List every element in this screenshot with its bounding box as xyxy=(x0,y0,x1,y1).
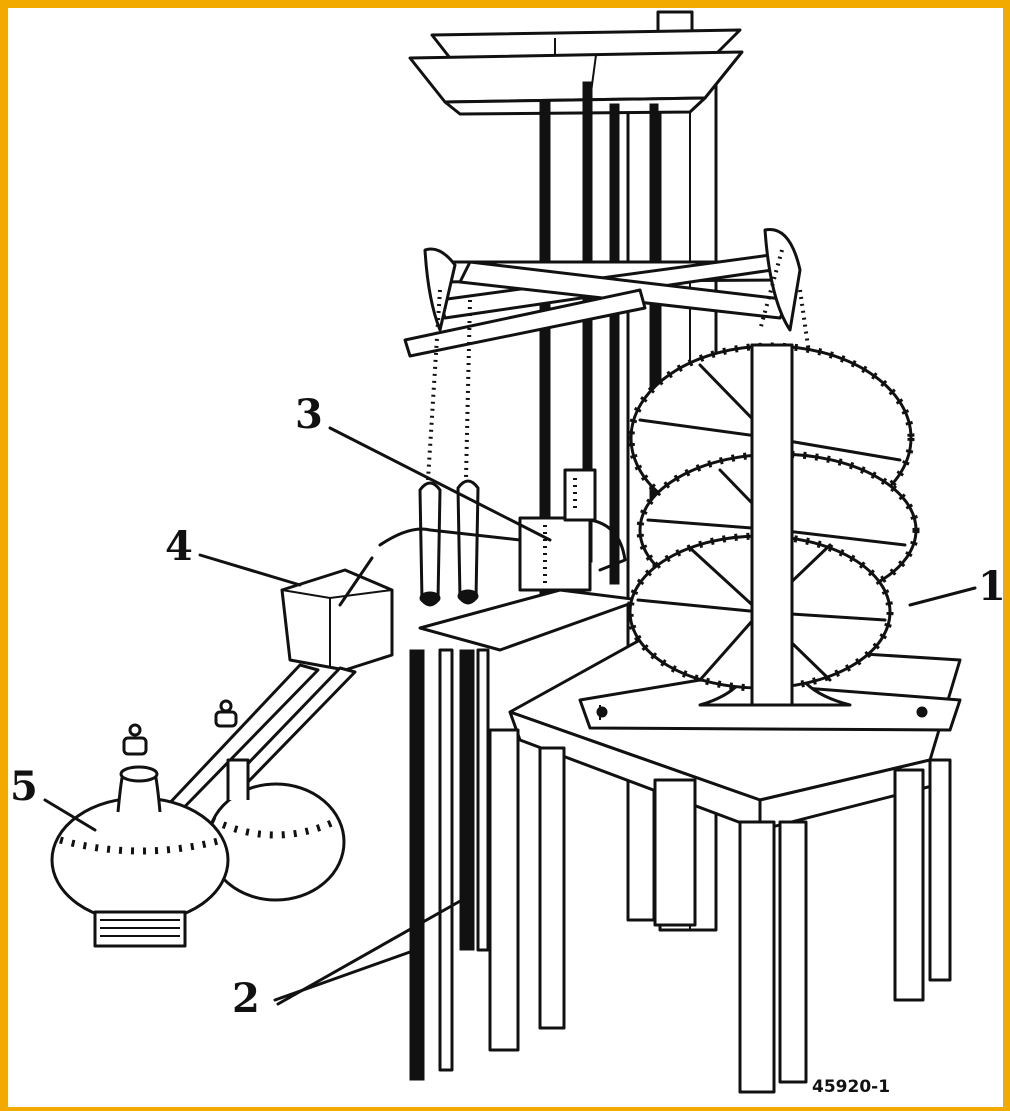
label-4: 4 xyxy=(165,523,193,570)
label-3: 3 xyxy=(295,391,323,438)
leader-lines xyxy=(43,426,977,1006)
center-cylinders xyxy=(378,468,627,592)
cross-beam xyxy=(403,228,802,358)
hanging-chains xyxy=(418,249,812,607)
catalog-number: 45920-1 xyxy=(812,1077,890,1097)
label-2: 2 xyxy=(232,975,260,1022)
label-5: 5 xyxy=(10,763,38,810)
gear-wheels xyxy=(626,342,920,707)
collector-box xyxy=(280,556,394,672)
top-hopper xyxy=(408,28,744,116)
back-table xyxy=(409,588,642,1081)
flasks xyxy=(50,699,346,948)
label-1: 1 xyxy=(978,563,1006,610)
